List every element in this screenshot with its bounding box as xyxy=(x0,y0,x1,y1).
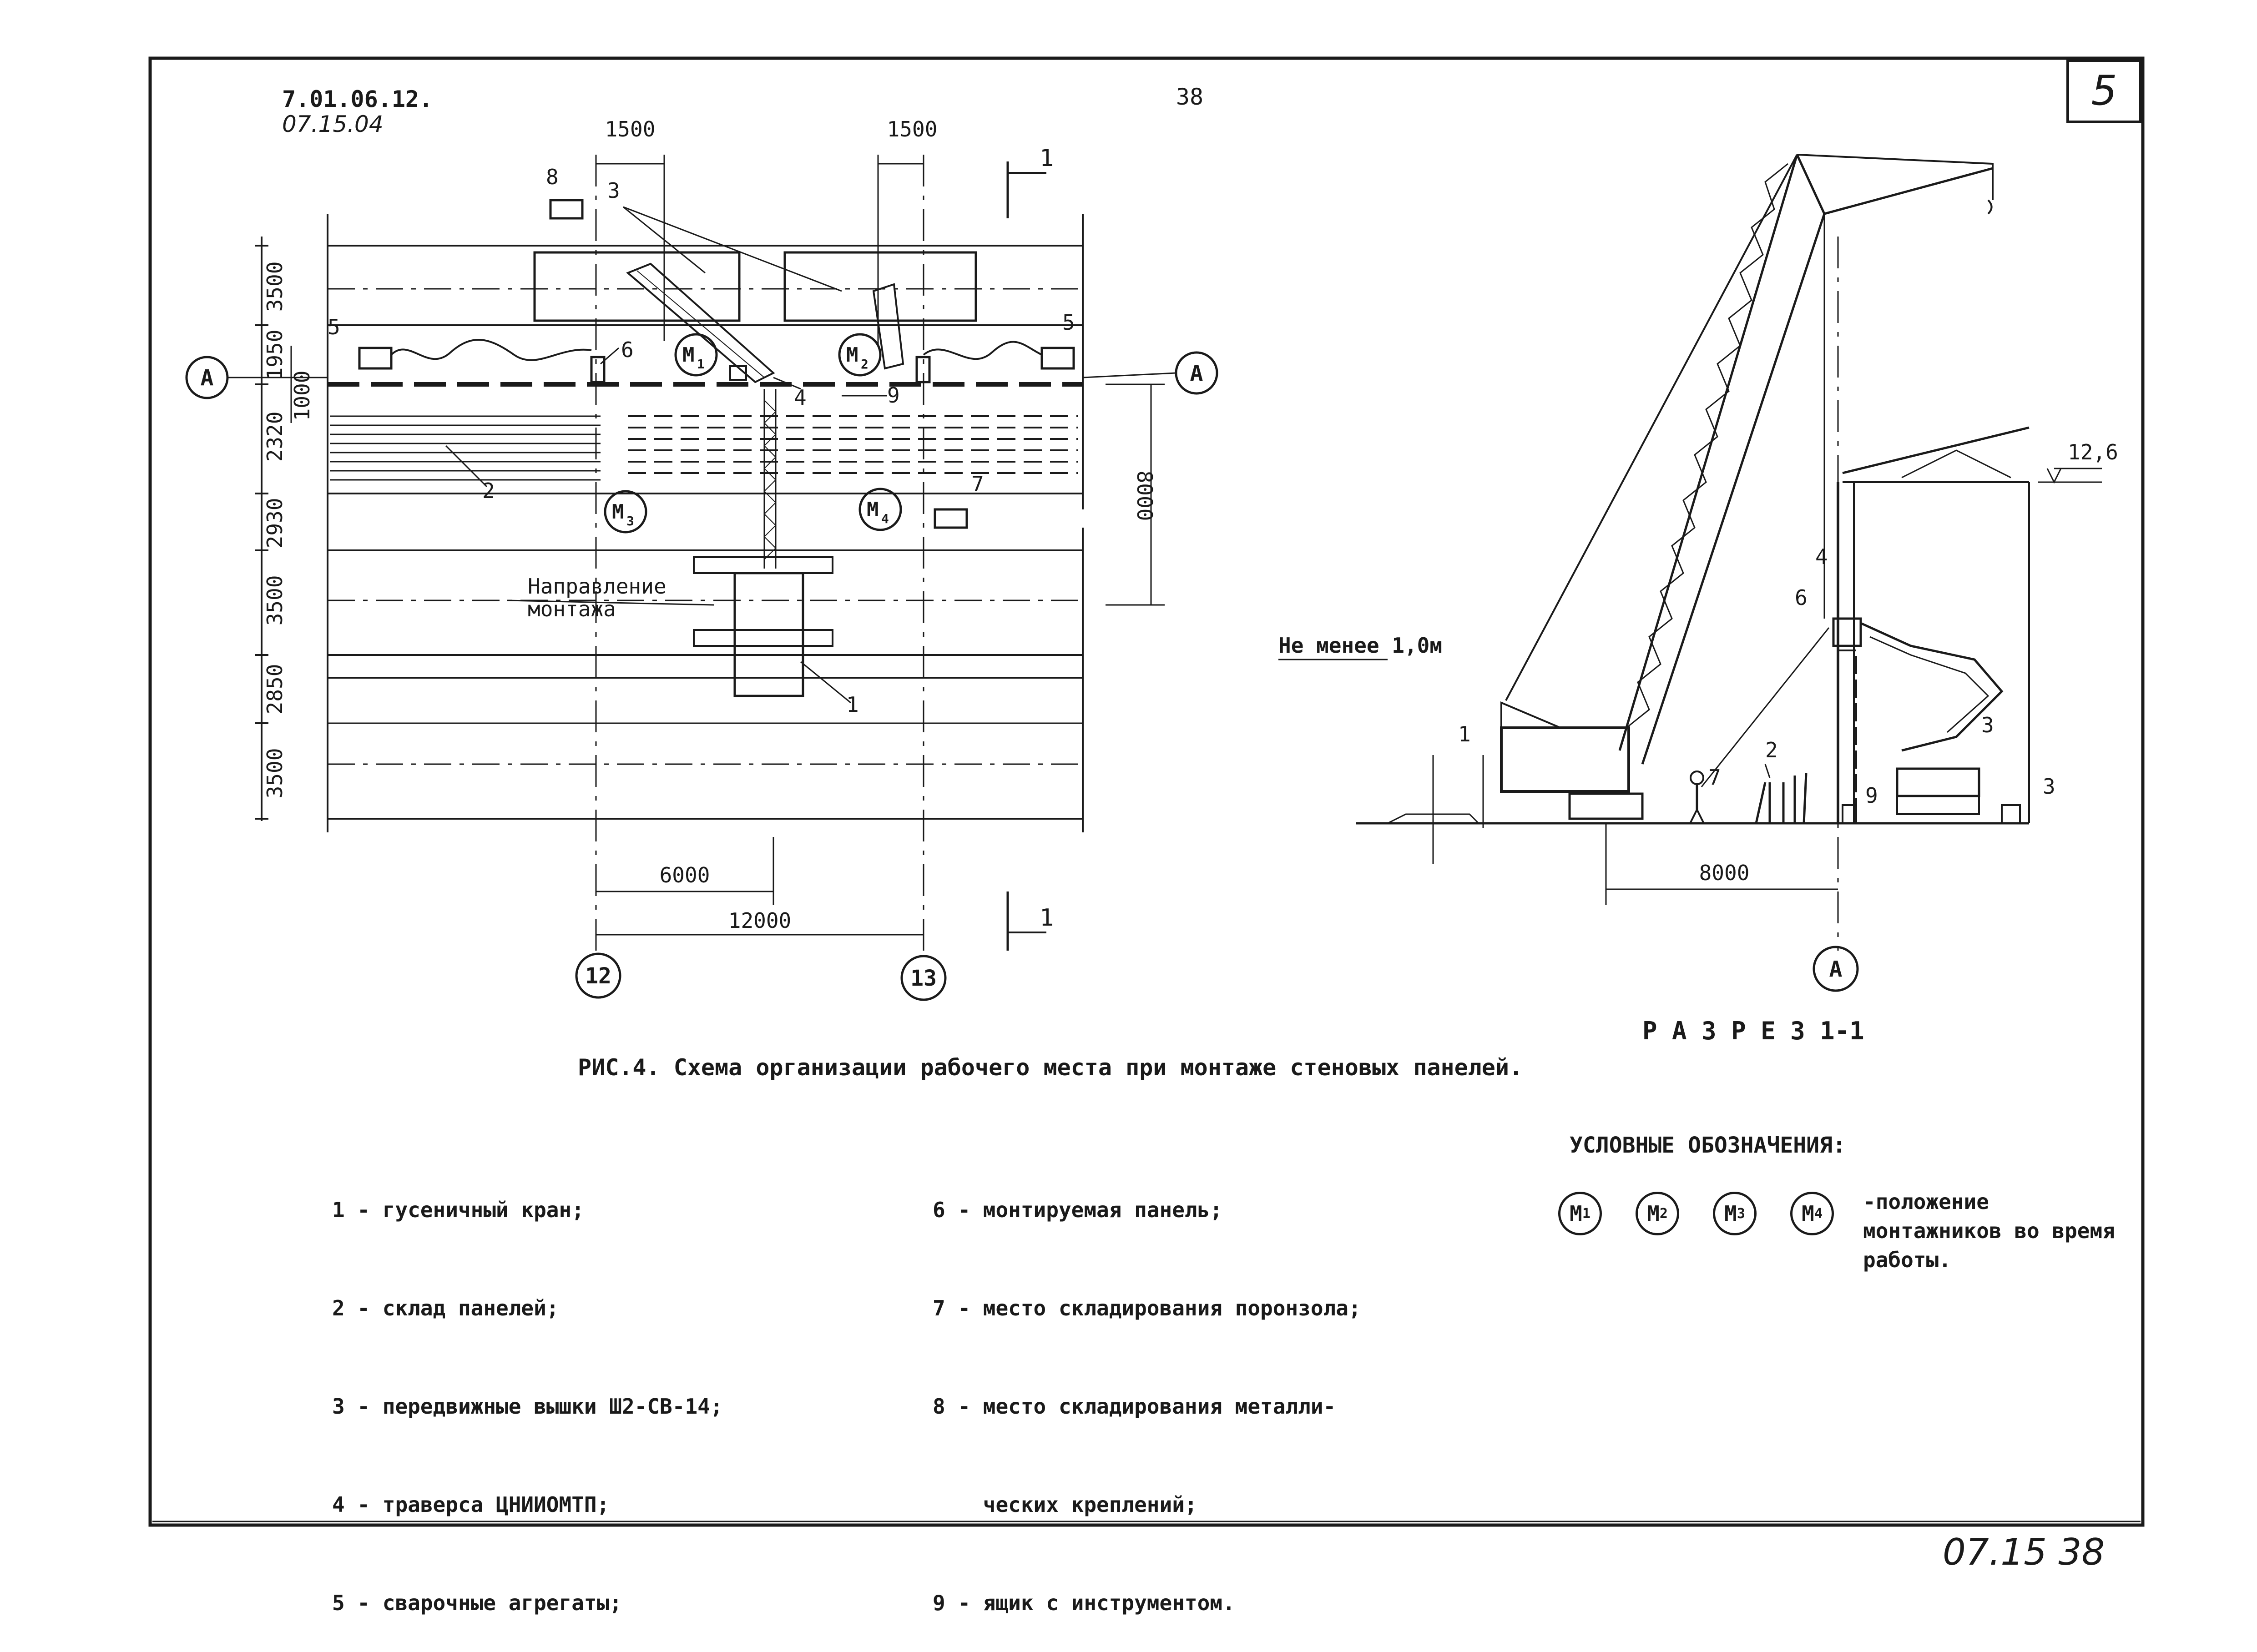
plan-tag-3: 3 xyxy=(607,178,620,203)
plan-labels: 1500 1500 3500 1950 1000 2320 2930 3500 … xyxy=(263,117,1157,933)
conventions-description: -положение монтажников во время работы. xyxy=(1863,1189,2115,1272)
doc-code: 7.01.06.12. xyxy=(282,86,433,112)
dim-left-2850: 2850 xyxy=(263,664,287,715)
sheet-number-box xyxy=(2066,59,2142,123)
plan-tag-6: 6 xyxy=(621,337,634,362)
dim-left-3500: 3500 xyxy=(263,262,287,312)
plan-tag-7: 7 xyxy=(971,472,984,496)
legend-item-9: 9 - ящик с инструментом. xyxy=(933,1591,1235,1615)
dim-left-1950: 1950 xyxy=(263,330,287,380)
sheet-frame xyxy=(148,56,2145,1527)
worker-m4-sub: 4 xyxy=(881,511,889,526)
dim-left-3500b: 3500 xyxy=(263,575,287,626)
worker-m1: M xyxy=(682,343,695,367)
convention-m2-sub: 2 xyxy=(1659,1205,1668,1222)
clearance-label: Не менее 1,0м xyxy=(1278,633,1442,658)
axis-bubbles xyxy=(185,351,1859,1001)
dim-bottom-12000: 12000 xyxy=(728,908,791,933)
legend-item-1: 1 - гусеничный кран; xyxy=(332,1198,584,1222)
plan-tag-4: 4 xyxy=(794,385,807,410)
convention-m3-sub: 3 xyxy=(1737,1205,1745,1222)
section-dim-8000: 8000 xyxy=(1699,861,1750,885)
axis-a-right: A xyxy=(1190,361,1203,386)
dim-right-8000: 8000 xyxy=(1132,471,1157,521)
section-tag-6: 6 xyxy=(1795,585,1808,610)
axis-a-left: A xyxy=(201,365,214,391)
plan-workers xyxy=(604,333,902,534)
dim-bottom-6000: 6000 xyxy=(660,863,710,887)
convention-m1-base: M xyxy=(1570,1201,1582,1226)
legend-item-8: 8 - место складирования металли- xyxy=(933,1394,1336,1419)
dim-left-2930: 2930 xyxy=(263,498,287,549)
plan-tag-9: 9 xyxy=(887,383,900,408)
section-mark-top: 1 xyxy=(1040,145,1054,172)
drawing-sheet: 5 7.01.06.12. 07.15.04 38 xyxy=(148,56,2145,1615)
sheet-number: 5 xyxy=(2091,67,2117,115)
page-number: 38 xyxy=(1176,84,1203,110)
section-tag-3: 3 xyxy=(1981,713,1994,737)
level-mark: 12,6 xyxy=(2068,440,2118,464)
legend-item-6: 6 - монтируемая панель; xyxy=(933,1198,1222,1222)
plan-tag-2: 2 xyxy=(482,478,495,503)
convention-m4-sub: 4 xyxy=(1814,1205,1823,1222)
plan-tag-5-left: 5 xyxy=(328,315,340,339)
direction-label-2: монтажа xyxy=(528,597,616,621)
worker-m4: M xyxy=(867,498,879,521)
dim-left-2320: 2320 xyxy=(263,412,287,462)
legend-item-3: 3 - передвижные вышки Ш2-СВ-14; xyxy=(332,1394,723,1419)
section-title: Р А З Р Е З 1-1 xyxy=(1642,1017,1864,1045)
axis-12: 12 xyxy=(585,963,611,989)
convention-m1-sub: 1 xyxy=(1582,1205,1591,1222)
section-labels: 12,6 Не менее 1,0м 8000 1 2 3 4 6 7 9 3 … xyxy=(1278,440,2118,1045)
section-tag-9: 9 xyxy=(1865,783,1878,808)
conventions-title: УСЛОВНЫЕ ОБОЗНАЧЕНИЯ: xyxy=(1570,1133,1846,1158)
section-tag-1: 1 xyxy=(1458,722,1471,746)
convention-m3-base: M xyxy=(1724,1201,1737,1226)
legend-item-7: 7 - место складирования поронзола; xyxy=(933,1296,1361,1320)
worker-m1-sub: 1 xyxy=(697,357,705,372)
plan-view xyxy=(255,155,1165,960)
legend-item-8-cont: ческих креплений; xyxy=(933,1492,1197,1517)
drawing-canvas: 5 7.01.06.12. 07.15.04 38 xyxy=(148,56,2145,1573)
section-mark-bottom: 1 xyxy=(1040,904,1054,932)
doc-code-hand: 07.15.04 xyxy=(282,111,384,137)
dim-top-1: 1500 xyxy=(605,117,656,141)
axis-13: 13 xyxy=(910,966,937,991)
section-tag-3b: 3 xyxy=(2043,774,2055,799)
figure-caption: РИС.4. Схема организации рабочего места … xyxy=(578,1054,1523,1081)
worker-m2: M xyxy=(846,343,858,367)
legend-item-5: 5 - сварочные агрегаты; xyxy=(332,1591,622,1615)
worker-m3-sub: 3 xyxy=(626,514,634,529)
section-tag-2: 2 xyxy=(1765,738,1778,762)
legend-item-2: 2 - склад панелей; xyxy=(332,1296,559,1320)
dim-left-3500c: 3500 xyxy=(263,748,287,799)
plan-tag-5-right: 5 xyxy=(1062,310,1075,335)
plan-tag-8: 8 xyxy=(546,165,559,189)
section-tag-7: 7 xyxy=(1708,765,1721,790)
direction-label-1: Направление xyxy=(528,574,666,599)
convention-m4-base: M xyxy=(1802,1201,1814,1226)
dim-left-1000: 1000 xyxy=(290,371,314,421)
section-view xyxy=(1278,154,2102,951)
dim-top-2: 1500 xyxy=(887,117,938,141)
section-tag-4: 4 xyxy=(1815,544,1828,569)
worker-m3: M xyxy=(612,500,624,524)
footer-hand: 07.15 38 xyxy=(1943,1531,2105,1573)
legend-left: 1 - гусеничный кран; 2 - склад панелей; … xyxy=(332,1128,723,1652)
worker-m2-sub: 2 xyxy=(861,357,868,372)
convention-m2-base: M xyxy=(1647,1201,1660,1226)
legend-right: 6 - монтируемая панель; 7 - место склади… xyxy=(933,1128,1361,1652)
plan-tag-1: 1 xyxy=(846,692,859,717)
section-axis-a: A xyxy=(1829,957,1843,982)
legend-item-4: 4 - траверса ЦНИИОМТП; xyxy=(332,1492,610,1517)
